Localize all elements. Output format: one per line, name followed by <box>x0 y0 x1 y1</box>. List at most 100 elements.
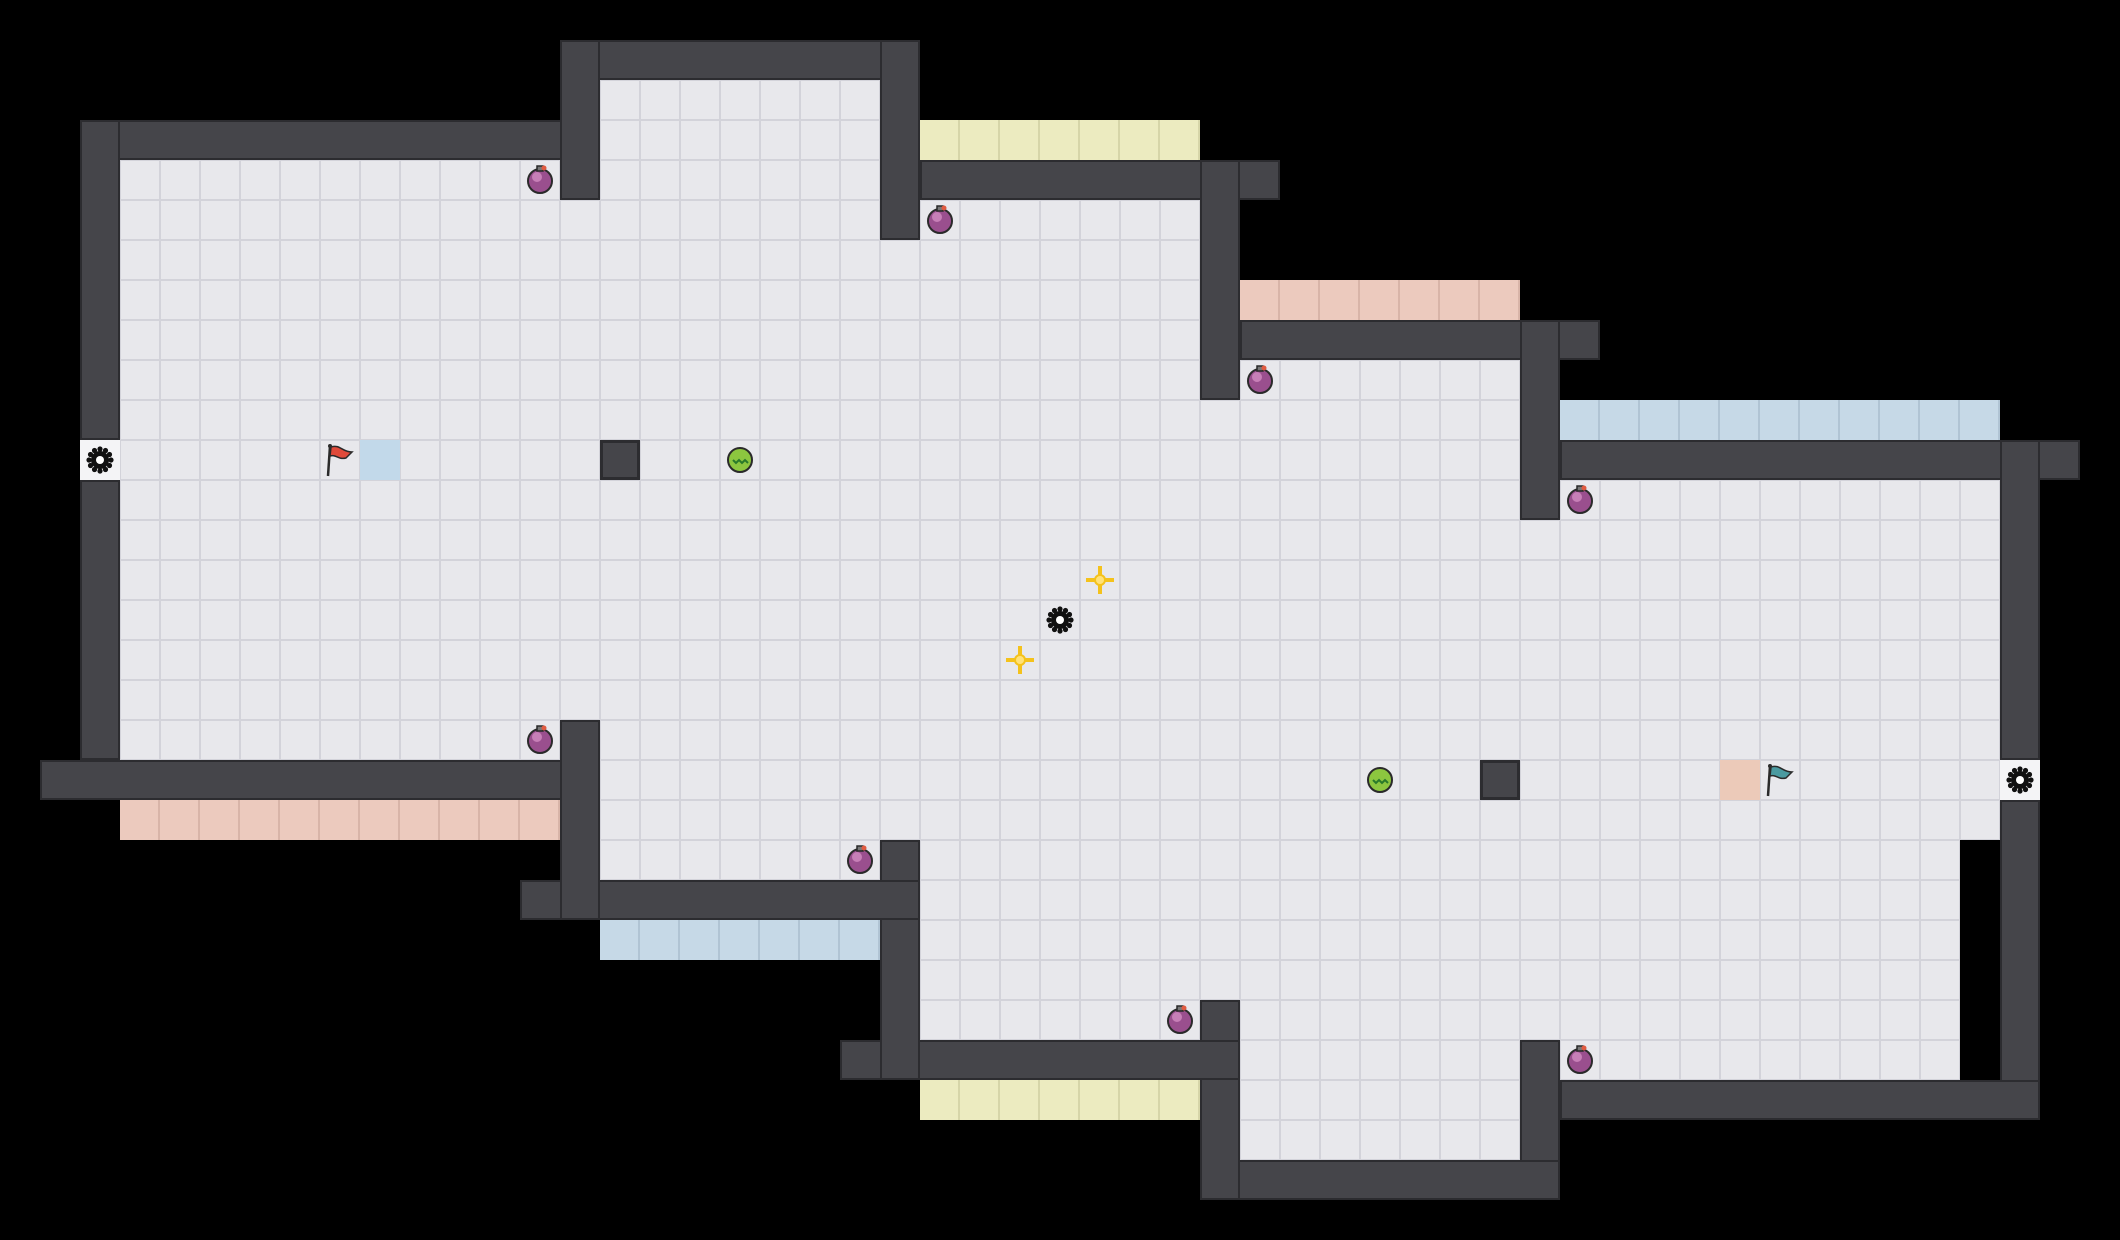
floor-tile <box>1920 480 1960 520</box>
floor-tile <box>1480 640 1520 680</box>
floor-tile <box>1320 920 1360 960</box>
floor-tile <box>400 680 440 720</box>
floor-tile <box>840 240 880 280</box>
floor-tile <box>480 160 520 200</box>
floor-tile <box>1000 520 1040 560</box>
floor-tile <box>560 280 600 320</box>
floor-tile <box>1080 440 1120 480</box>
floor-tile <box>800 80 840 120</box>
floor-tile <box>1640 640 1680 680</box>
floor-tile <box>920 960 960 1000</box>
floor-tile <box>1240 920 1280 960</box>
floor-tile <box>480 600 520 640</box>
floor-tile <box>720 360 760 400</box>
floor-tile <box>160 520 200 560</box>
floor-tile <box>1200 480 1240 520</box>
floor-tile <box>1320 520 1360 560</box>
floor-tile <box>1880 880 1920 920</box>
floor-tile <box>120 640 160 680</box>
floor-tile <box>1480 1040 1520 1080</box>
floor-tile <box>1880 1040 1920 1080</box>
floor-tile <box>1280 560 1320 600</box>
floor-tile <box>1440 1040 1480 1080</box>
floor-tile <box>1400 520 1440 560</box>
floor-tile <box>1400 1120 1440 1160</box>
floor-tile <box>1040 680 1080 720</box>
floor-tile <box>1840 760 1880 800</box>
floor-tile <box>1720 600 1760 640</box>
floor-tile <box>1280 680 1320 720</box>
floor-tile <box>160 600 200 640</box>
floor-tile <box>1720 800 1760 840</box>
floor-tile <box>1840 920 1880 960</box>
floor-tile <box>1160 520 1200 560</box>
floor-tile <box>1920 680 1960 720</box>
floor-tile <box>1800 960 1840 1000</box>
floor-tile <box>1000 680 1040 720</box>
floor-tile <box>480 240 520 280</box>
floor-tile <box>320 520 360 560</box>
floor-tile <box>1240 840 1280 880</box>
floor-tile <box>1880 480 1920 520</box>
floor-tile <box>1120 760 1160 800</box>
floor-tile <box>720 320 760 360</box>
floor-tile <box>1080 880 1120 920</box>
floor-tile <box>1400 1080 1440 1120</box>
floor-tile <box>960 360 1000 400</box>
floor-tile <box>1160 360 1200 400</box>
floor-tile <box>240 400 280 440</box>
floor-tile <box>800 640 840 680</box>
floor-tile <box>1560 760 1600 800</box>
floor-tile <box>840 160 880 200</box>
floor-tile <box>1640 720 1680 760</box>
floor-tile <box>640 520 680 560</box>
floor-tile <box>1080 840 1120 880</box>
floor-tile <box>1160 240 1200 280</box>
floor-tile <box>800 280 840 320</box>
floor-tile <box>1360 480 1400 520</box>
floor-tile <box>1120 360 1160 400</box>
floor-tile <box>720 760 760 800</box>
floor-tile <box>200 320 240 360</box>
floor-tile <box>1000 440 1040 480</box>
floor-tile <box>920 520 960 560</box>
floor-tile <box>800 480 840 520</box>
floor-tile <box>680 120 720 160</box>
floor-tile <box>600 600 640 640</box>
floor-tile <box>1080 1000 1120 1040</box>
floor-tile <box>1200 440 1240 480</box>
floor-tile <box>960 680 1000 720</box>
floor-tile <box>680 800 720 840</box>
floor-tile <box>1640 1000 1680 1040</box>
floor-tile <box>1160 400 1200 440</box>
floor-tile <box>1400 880 1440 920</box>
floor-tile <box>1560 840 1600 880</box>
floor-tile <box>1040 520 1080 560</box>
floor-tile <box>1560 560 1600 600</box>
floor-tile <box>1080 800 1120 840</box>
floor-tile <box>1120 680 1160 720</box>
floor-tile <box>760 600 800 640</box>
floor-tile <box>1480 520 1520 560</box>
floor-tile <box>1480 1120 1520 1160</box>
floor-tile <box>1120 800 1160 840</box>
floor-tile <box>1680 880 1720 920</box>
floor-tile <box>160 360 200 400</box>
floor-tile <box>880 360 920 400</box>
floor-tile <box>560 440 600 480</box>
purple-potion-icon <box>520 160 560 200</box>
floor-tile <box>800 520 840 560</box>
floor-tile <box>640 160 680 200</box>
floor-tile <box>440 160 480 200</box>
floor-tile <box>1800 880 1840 920</box>
floor-tile <box>840 80 880 120</box>
floor-tile <box>280 560 320 600</box>
floor-tile <box>1400 840 1440 880</box>
floor-tile <box>720 720 760 760</box>
floor-tile <box>1400 800 1440 840</box>
floor-tile <box>120 440 160 480</box>
floor-tile <box>1240 1080 1280 1120</box>
floor-tile <box>1520 960 1560 1000</box>
floor-tile <box>1640 800 1680 840</box>
